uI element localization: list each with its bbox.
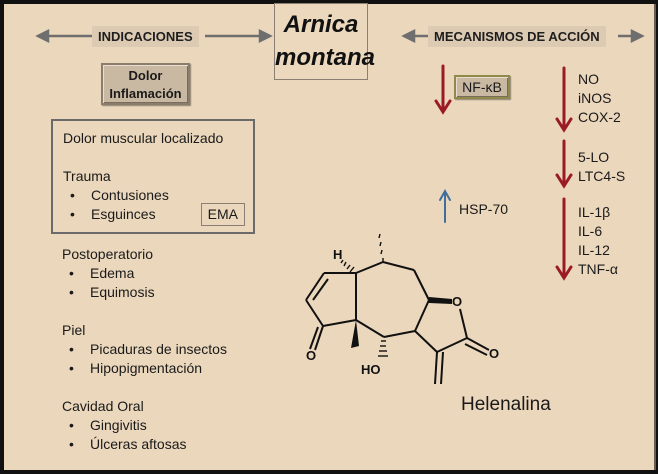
list-item: Esguinces xyxy=(63,205,169,224)
mechanism-item: COX-2 xyxy=(578,109,621,125)
group-title: Postoperatorio xyxy=(62,246,154,262)
group-piel: Piel Picaduras de insectos Hipopigmentac… xyxy=(62,321,227,378)
mechanism-item: IL-6 xyxy=(578,223,603,239)
indicaciones-header: INDICACIONES xyxy=(92,26,199,47)
dolor-label: Dolor xyxy=(128,68,163,83)
mechanism-item: NO xyxy=(578,71,599,87)
list-item: Edema xyxy=(62,264,227,283)
list-item: Úlceras aftosas xyxy=(62,435,227,454)
mechanism-item: IL-1β xyxy=(578,204,611,220)
molecule-name: Helenalina xyxy=(461,394,551,415)
group-cavidad-oral: Cavidad Oral Gingivitis Úlceras aftosas xyxy=(62,397,227,454)
dolor-inflamacion-box: Dolor Inflamación xyxy=(101,63,190,105)
inflamacion-label: Inflamación xyxy=(109,86,182,101)
list-item: Contusiones xyxy=(63,186,169,205)
trauma-list: Contusiones Esguinces xyxy=(63,186,169,224)
mechanism-item: 5-LO xyxy=(578,149,610,165)
mech-group-2: 5-LO LTC4-S xyxy=(578,148,625,186)
group-title: Cavidad Oral xyxy=(62,398,144,414)
list-item: Picaduras de insectos xyxy=(62,340,227,359)
list-item: Equimosis xyxy=(62,283,227,302)
title-box: Arnica montana xyxy=(274,3,376,80)
mech-group-1: NO iNOS COX-2 xyxy=(578,70,621,127)
mechanism-item: TNF-α xyxy=(578,261,618,277)
ema-badge: EMA xyxy=(200,203,245,226)
mechanism-item: IL-12 xyxy=(578,242,610,258)
dolor-muscular-heading: Dolor muscular localizado xyxy=(63,130,224,146)
mechanism-item: LTC4-S xyxy=(578,168,626,184)
list-item: Gingivitis xyxy=(62,416,227,435)
group-title: Piel xyxy=(62,322,86,338)
group-postoperatorio: Postoperatorio Edema Equimosis xyxy=(62,245,227,302)
list-item: Hipopigmentación xyxy=(62,359,227,378)
nfkb-box: NF-κB xyxy=(454,75,510,99)
dolor-muscular-box: Dolor muscular localizado Trauma Contusi… xyxy=(51,119,255,234)
mecanismos-header: MECANISMOS DE ACCIÓN xyxy=(428,26,606,47)
mech-group-3: IL-1β IL-6 IL-12 TNF-α xyxy=(578,203,618,279)
trauma-title: Trauma xyxy=(63,168,111,184)
title-line1: Arnica xyxy=(283,11,359,38)
mechanism-item: iNOS xyxy=(578,90,612,106)
title-line2: montana xyxy=(275,44,376,71)
indications-groups: Postoperatorio Edema Equimosis Piel Pica… xyxy=(62,245,227,473)
hsp70-label: HSP-70 xyxy=(459,201,509,217)
